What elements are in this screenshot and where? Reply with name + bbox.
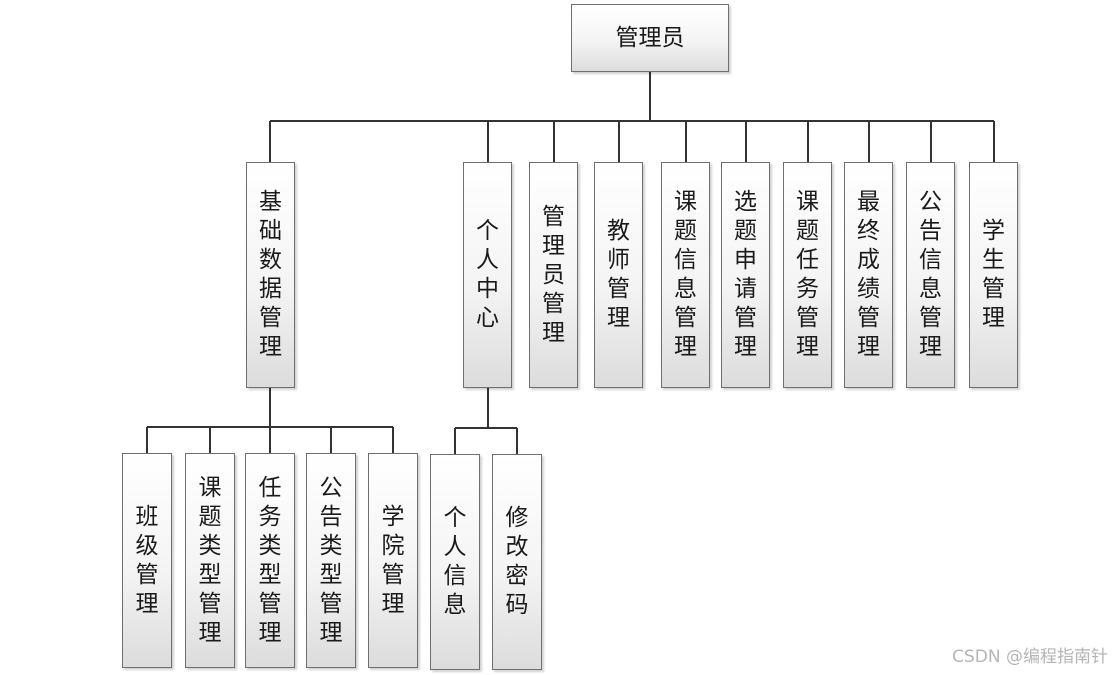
node-label: 学 生 管 理 [982,218,1005,331]
node-topic-application-management: 选 题 申 请 管 理 [721,162,770,388]
node-class-management: 班 级 管 理 [122,453,172,668]
node-student-management: 学 生 管 理 [969,162,1018,388]
node-topic-type-management: 课 题 类 型 管 理 [185,453,235,668]
node-label: 教 师 管 理 [607,218,630,331]
node-label: 学 院 管 理 [381,503,405,617]
node-label: 最 终 成 绩 管 理 [857,189,880,360]
node-final-score-management: 最 终 成 绩 管 理 [844,162,893,388]
node-label: 个 人 信 息 [443,505,467,618]
node-label: 课 题 信 息 管 理 [674,189,697,360]
node-label: 管 理 员 管 理 [542,203,565,346]
node-label: 公 告 信 息 管 理 [919,189,942,360]
node-label: 任 务 类 型 管 理 [258,474,282,646]
node-admin-management: 管 理 员 管 理 [529,162,578,388]
node-personal-center: 个 人 中 心 [463,162,512,388]
node-notice-info-management: 公 告 信 息 管 理 [906,162,955,388]
node-topic-info-management: 课 题 信 息 管 理 [661,162,710,388]
node-label: 公 告 类 型 管 理 [319,474,343,646]
node-label: 个 人 中 心 [476,218,499,331]
node-notice-type-management: 公 告 类 型 管 理 [306,453,356,668]
node-label: 课 题 类 型 管 理 [198,474,222,646]
node-teacher-management: 教 师 管 理 [594,162,643,388]
node-label: 班 级 管 理 [135,503,159,617]
node-label: 基 础 数 据 管 理 [259,189,282,360]
node-label: 课 题 任 务 管 理 [796,189,819,360]
node-root-admin: 管理员 [571,4,729,72]
node-label: 选 题 申 请 管 理 [734,189,757,360]
node-task-type-management: 任 务 类 型 管 理 [245,453,295,668]
watermark: CSDN @编程指南针 [952,647,1108,667]
node-basic-data-management: 基 础 数 据 管 理 [246,162,295,388]
node-personal-info: 个 人 信 息 [430,454,480,670]
node-college-management: 学 院 管 理 [368,453,418,668]
node-change-password: 修 改 密 码 [492,454,542,670]
node-topic-task-management: 课 题 任 务 管 理 [783,162,832,388]
node-label: 管理员 [615,25,685,51]
node-label: 修 改 密 码 [505,505,529,618]
